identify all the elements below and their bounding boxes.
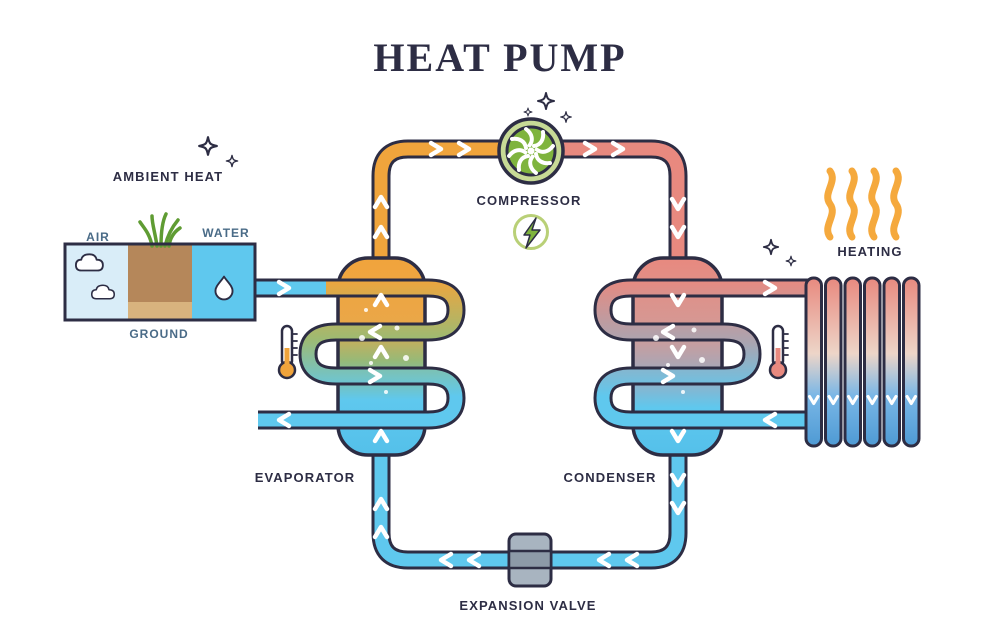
pipe-hot bbox=[371, 139, 510, 310]
heat-wave-icon bbox=[824, 167, 902, 241]
condenser-label: CONDENSER bbox=[563, 470, 657, 485]
expansion-valve-label: EXPANSION VALVE bbox=[459, 598, 597, 613]
fan-icon bbox=[507, 127, 555, 175]
water-drop-icon bbox=[214, 275, 234, 301]
page-title: HEAT PUMP bbox=[373, 35, 627, 80]
bubbles bbox=[359, 308, 705, 394]
expansion-valve-icon bbox=[507, 532, 553, 588]
evaporator-coil bbox=[258, 278, 466, 430]
condenser-coil bbox=[593, 278, 810, 430]
water-label: WATER bbox=[202, 226, 250, 240]
cloud-icon bbox=[74, 253, 115, 300]
air-label: AIR bbox=[86, 230, 110, 244]
thermometer-icon-left bbox=[277, 324, 298, 380]
heat-source-box bbox=[63, 212, 257, 322]
compressor-label: COMPRESSOR bbox=[476, 193, 582, 208]
evaporator-vessel bbox=[336, 256, 427, 457]
radiator-icon bbox=[804, 276, 921, 448]
grass-icon bbox=[138, 212, 182, 248]
ambient-heat-label: AMBIENT HEAT bbox=[112, 169, 224, 184]
pipe-warm bbox=[546, 139, 688, 320]
heating-label: HEATING bbox=[837, 244, 903, 259]
ground-label: GROUND bbox=[129, 327, 189, 341]
thermometer-icon-right bbox=[768, 324, 789, 380]
evaporator-label: EVAPORATOR bbox=[254, 470, 356, 485]
sparkle-icon bbox=[198, 92, 797, 267]
compressor-icon bbox=[497, 117, 565, 185]
lightning-icon bbox=[513, 214, 549, 250]
